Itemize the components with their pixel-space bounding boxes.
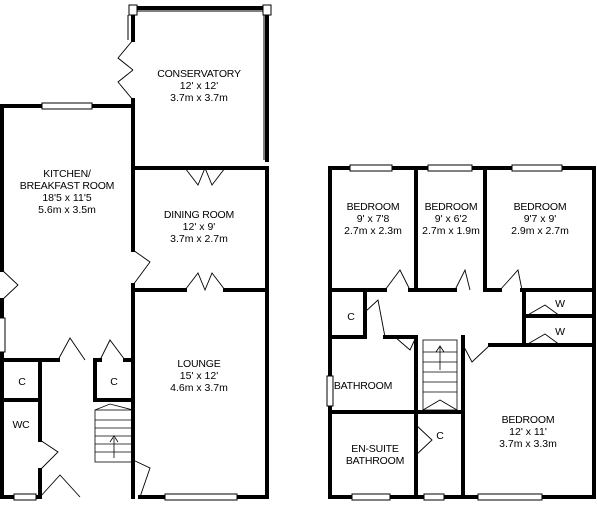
room-name: C [347, 311, 355, 323]
room-name: C [436, 430, 444, 442]
room-name: EN-SUITE [351, 443, 399, 455]
room-size-imperial: 9' x 7'8 [356, 213, 390, 225]
cupboard-right-label: C [110, 376, 118, 388]
bedroom-c-label: BEDROOM 9'7 x 9' 2.9m x 2.7m [511, 201, 569, 237]
bedroom-a-label: BEDROOM 9' x 7'8 2.7m x 2.3m [344, 201, 402, 237]
room-name: C [110, 376, 118, 388]
cupboard-landing-label: C [347, 311, 355, 323]
room-size-imperial: 12' x 12' [179, 80, 219, 92]
room-name: CONSERVATORY [157, 68, 241, 80]
room-size-imperial: 18'5 x 11'5 [42, 192, 92, 204]
conservatory-label: CONSERVATORY 12' x 12' 3.7m x 3.7m [157, 68, 241, 104]
room-size-metric: 5.6m x 3.5m [38, 204, 96, 216]
bedroom-b-label: BEDROOM 9' x 6'2 2.7m x 1.9m [422, 201, 480, 237]
wardrobe-bottom-label: W [555, 326, 565, 338]
lounge-label: LOUNGE 15' x 12' 4.6m x 3.7m [170, 358, 228, 394]
room-name: BEDROOM [346, 201, 400, 213]
room-name: W [555, 298, 565, 310]
cupboard-stairs-label: C [436, 430, 444, 442]
room-size-metric: 4.6m x 3.7m [170, 382, 228, 394]
room-name: BEDROOM [513, 201, 567, 213]
room-size-metric: 2.9m x 2.7m [511, 225, 569, 237]
bathroom-label: BATHROOM [334, 380, 392, 392]
room-name: BEDROOM [501, 414, 555, 426]
room-size-imperial: 12' x 11' [509, 426, 547, 438]
room-name: BATHROOM [333, 380, 393, 392]
bedroom-main-label: BEDROOM 12' x 11' 3.7m x 3.3m [499, 414, 557, 450]
ground-windows [0, 102, 238, 501]
ensuite-label: EN-SUITE BATHROOM [346, 443, 404, 467]
room-size-metric: 2.7m x 2.3m [344, 225, 402, 237]
first-doors [364, 268, 561, 456]
room-name: DINING ROOM [163, 209, 235, 221]
wardrobe-top-label: W [555, 298, 565, 310]
room-name: WC [12, 419, 30, 431]
room-size-metric: 2.7m x 1.9m [422, 225, 480, 237]
room-size-metric: 3.7m x 3.3m [499, 438, 557, 450]
room-name: LOUNGE [177, 358, 221, 370]
first-interior-walls [328, 166, 596, 499]
conservatory-door [117, 39, 134, 101]
conservatory-corner-post [128, 4, 138, 16]
room-name-2: BREAKFAST ROOM [19, 180, 115, 192]
kitchen-label: KITCHEN/ BREAKFAST ROOM 18'5 x 11'5 5.6m… [19, 168, 115, 216]
room-size-imperial: 12' x 9' [182, 221, 216, 233]
conservatory-walls [127, 4, 272, 162]
room-size-metric: 3.7m x 2.7m [170, 233, 228, 245]
room-name: C [18, 376, 26, 388]
room-name: KITCHEN/ [43, 168, 91, 180]
cupboard-left-label: C [18, 376, 26, 388]
room-name-2: BATHROOM [345, 455, 405, 467]
room-name: BEDROOM [424, 201, 478, 213]
conservatory-corner-post [262, 4, 272, 16]
room-size-imperial: 15' x 12' [179, 370, 219, 382]
room-name: W [555, 326, 565, 338]
ground-stairs [94, 403, 134, 463]
wc-label: WC [12, 419, 29, 431]
dining-room-label: DINING ROOM 12' x 9' 3.7m x 2.7m [164, 209, 234, 245]
room-size-metric: 3.7m x 3.7m [170, 92, 228, 104]
room-size-imperial: 9' x 6'2 [434, 213, 468, 225]
first-windows [326, 164, 563, 501]
first-floor [326, 164, 596, 501]
first-stairs [422, 339, 458, 411]
ground-floor [0, 4, 272, 501]
ground-doors [1, 166, 226, 498]
room-size-imperial: 9'7 x 9' [523, 213, 557, 225]
